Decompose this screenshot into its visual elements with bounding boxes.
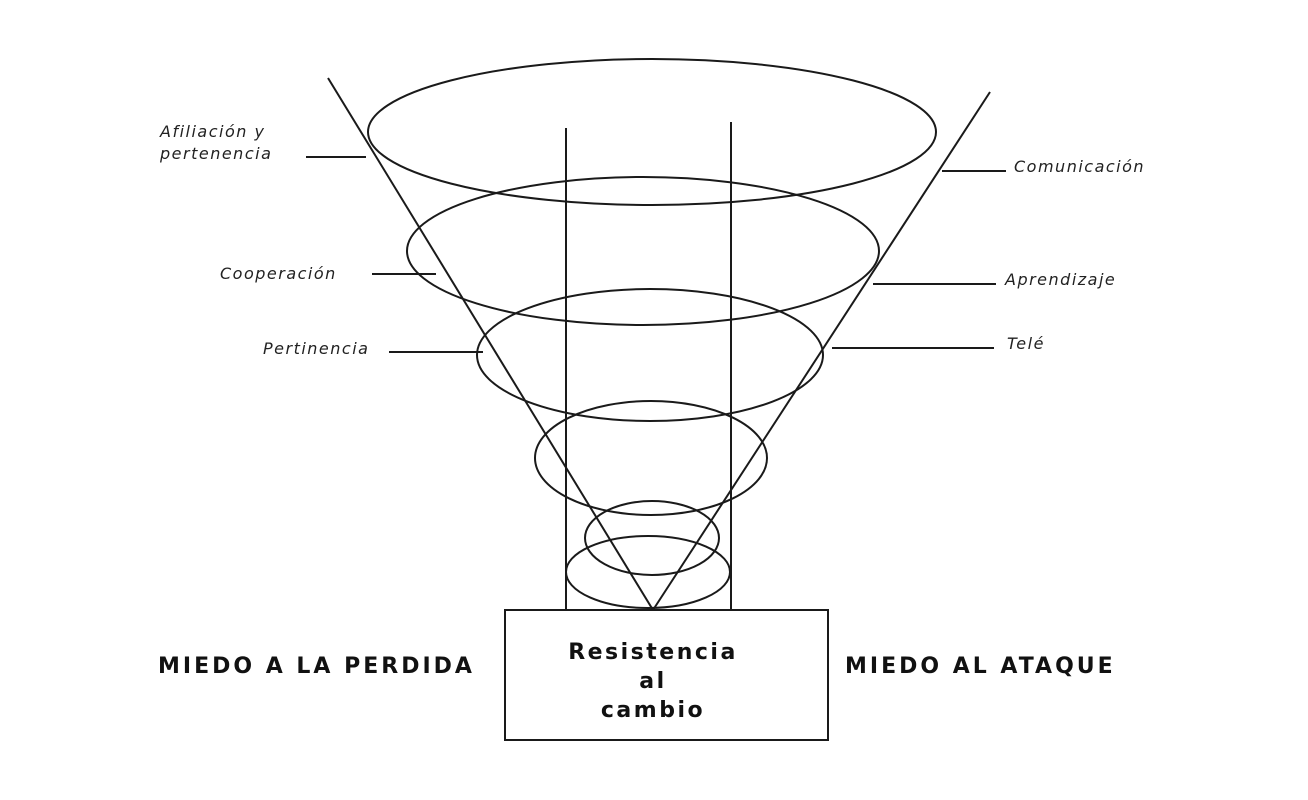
box-text-line2: al — [639, 669, 666, 694]
level-ellipse-afiliacion — [367, 58, 937, 206]
funnel-right-side — [652, 91, 991, 611]
label-pertinencia: Pertinencia — [263, 339, 369, 358]
label-miedo-ataque: MIEDO AL ATAQUE — [845, 654, 1116, 679]
label-afiliacion-line2: pertenencia — [159, 144, 272, 163]
box-text-line3: cambio — [601, 698, 705, 723]
label-tele: Telé — [1007, 334, 1045, 353]
label-aprendizaje: Aprendizaje — [1004, 270, 1116, 289]
box-text-line1: Resistencia — [568, 640, 738, 665]
funnel-left-side — [327, 77, 654, 611]
level-ellipse-4 — [534, 400, 768, 516]
label-afiliacion-line1: Afiliación y — [159, 122, 265, 141]
level-ellipse-pertinencia — [476, 288, 824, 422]
label-miedo-perdida: MIEDO A LA PERDIDA — [158, 654, 475, 679]
label-cooperacion: Cooperación — [220, 264, 337, 283]
resistance-box — [504, 609, 829, 741]
label-comunicacion: Comunicación — [1014, 157, 1145, 176]
level-ellipse-5 — [584, 500, 720, 576]
level-ellipse-cooperacion — [406, 176, 880, 326]
level-ellipse-6 — [565, 535, 731, 609]
